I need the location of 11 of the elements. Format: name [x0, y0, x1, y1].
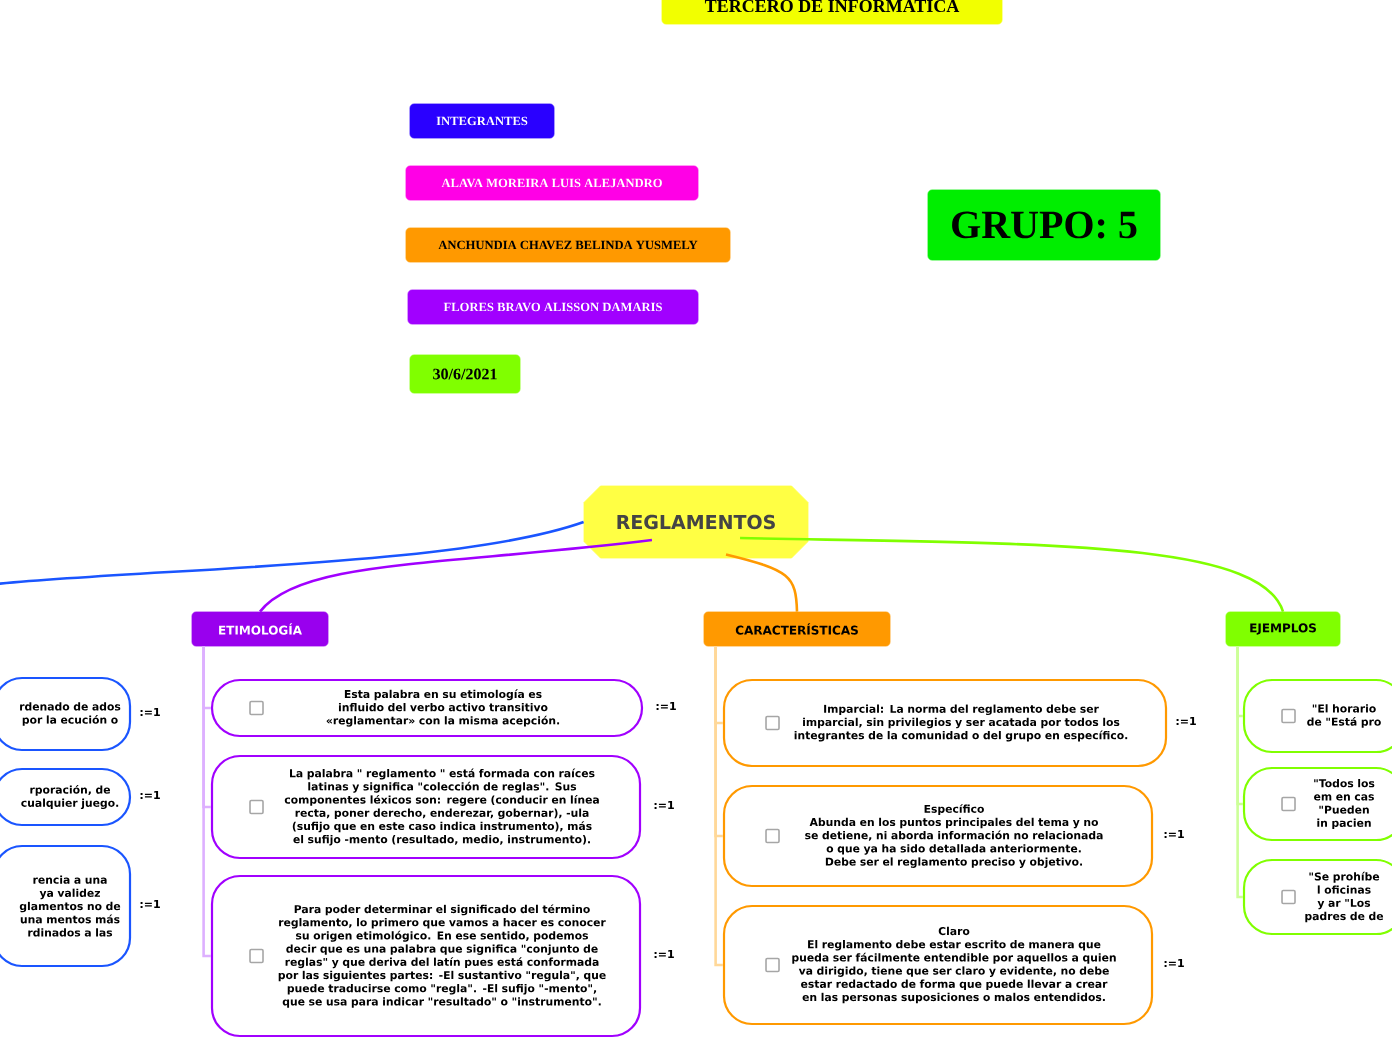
connector	[0, 520, 584, 586]
title-box: TERCERO DE INFORMATICA	[661, 0, 1003, 25]
connector	[259, 538, 653, 613]
connector	[1236, 646, 1243, 899]
date-box: 30/6/2021	[409, 354, 521, 394]
connector	[714, 646, 723, 967]
connector	[740, 536, 1285, 613]
connector	[202, 646, 211, 958]
central-topic: REGLAMENTOS	[583, 485, 809, 559]
connector	[725, 553, 799, 612]
group-box: GRUPO: 5	[927, 189, 1161, 261]
